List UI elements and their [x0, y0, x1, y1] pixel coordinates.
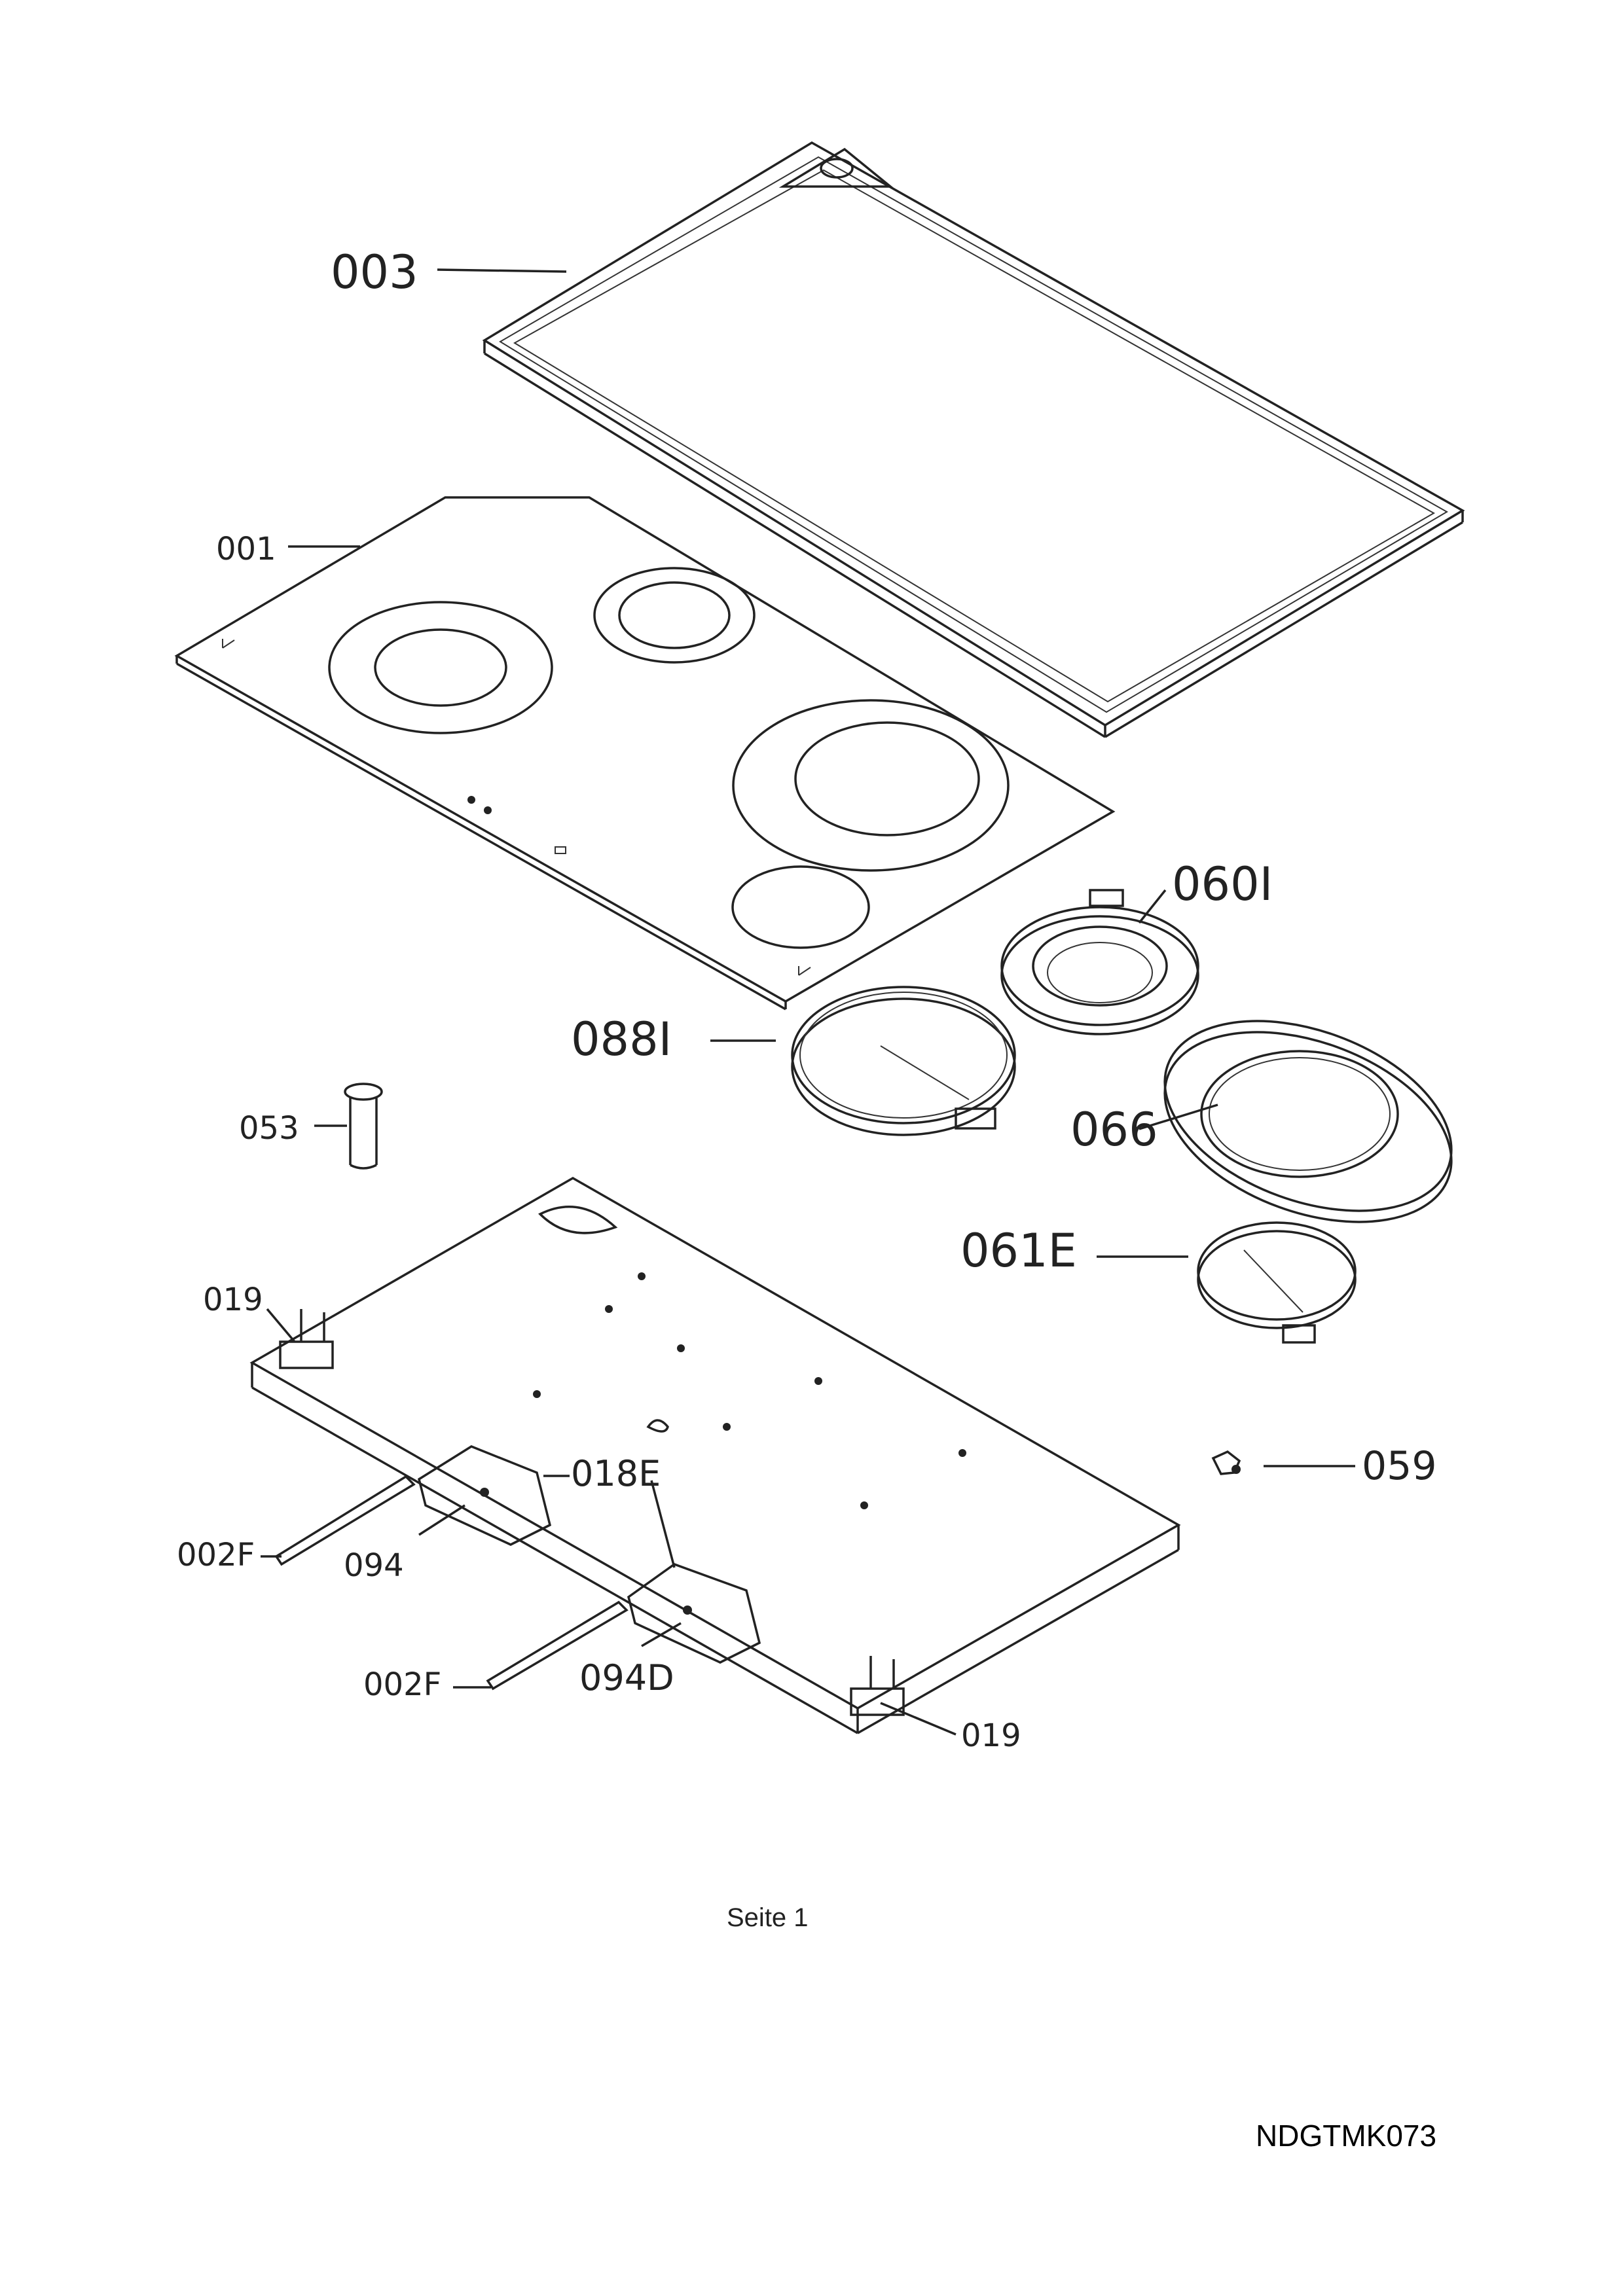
label-060I: 060I — [1172, 857, 1273, 911]
label-019-left: 019 — [203, 1282, 263, 1318]
label-088I: 088I — [571, 1013, 672, 1066]
label-002F-2: 002F — [363, 1666, 441, 1703]
part-053-knob-shaft — [344, 1083, 383, 1170]
part-001-glass-top — [174, 496, 1116, 1011]
part-003-frame — [482, 141, 1465, 738]
leader-lines — [261, 268, 1355, 1736]
label-059: 059 — [1362, 1443, 1437, 1489]
part-060I-heater — [1000, 889, 1199, 1035]
label-061E: 061E — [960, 1224, 1077, 1278]
label-094D: 094D — [579, 1657, 674, 1698]
label-002F-1: 002F — [177, 1537, 255, 1573]
label-019-right: 019 — [961, 1717, 1021, 1754]
part-061E-heater — [1197, 1221, 1357, 1344]
part-002F-clamp-1 — [274, 1475, 416, 1566]
label-053: 053 — [239, 1110, 299, 1147]
part-088I-heater — [791, 986, 1016, 1136]
label-094: 094 — [344, 1547, 404, 1584]
part-094-terminal-block — [417, 1445, 552, 1546]
part-base-tray — [249, 1176, 1181, 1734]
label-001: 001 — [216, 531, 276, 567]
page-caption: Seite 1 — [727, 1903, 809, 1932]
label-066: 066 — [1070, 1103, 1158, 1157]
part-059-clip — [1211, 1450, 1241, 1475]
label-018E: 018E — [571, 1453, 661, 1494]
part-066-oval-heater — [1163, 1020, 1453, 1223]
label-003: 003 — [331, 245, 418, 299]
document-code: NDGTMK073 — [1256, 2119, 1437, 2153]
part-018E-lug — [646, 1419, 669, 1433]
part-019-bracket-right — [850, 1656, 905, 1716]
part-002F-clamp-2 — [486, 1600, 629, 1691]
part-019-bracket-left — [279, 1309, 334, 1369]
